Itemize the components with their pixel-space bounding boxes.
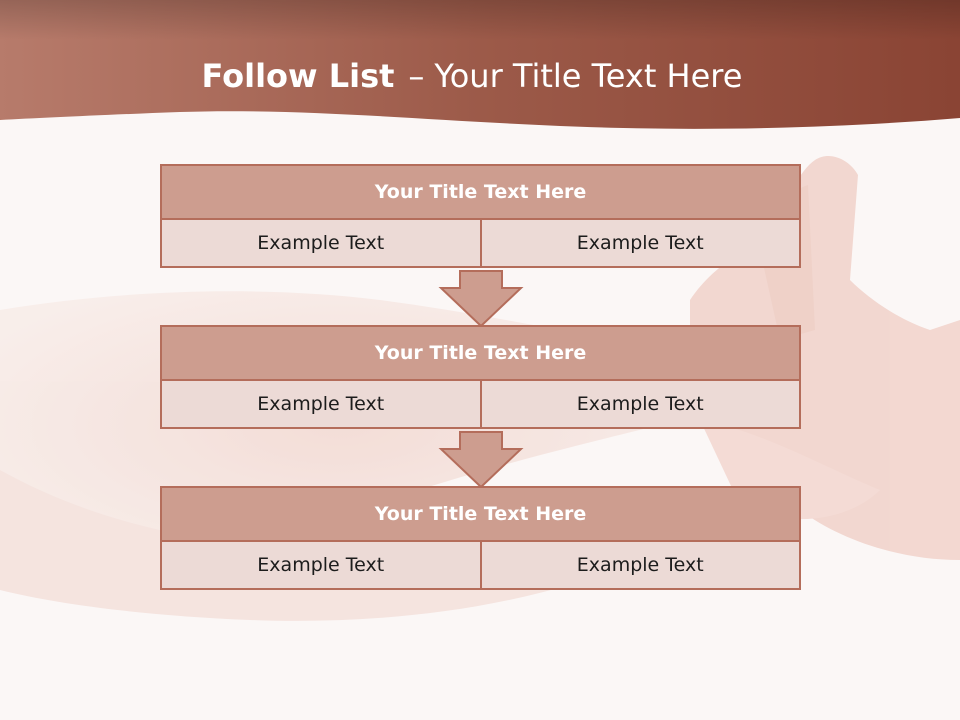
down-arrow-icon [438,431,524,489]
block-row: Example Text Example Text [160,218,801,268]
slide-title-dash: – [408,57,425,95]
block-cell-right: Example Text [479,218,801,268]
block-row: Example Text Example Text [160,540,801,590]
block-title: Your Title Text Here [160,325,801,381]
list-block-2: Your Title Text Here Example Text Exampl… [160,325,801,429]
list-block-3: Your Title Text Here Example Text Exampl… [160,486,801,590]
block-row: Example Text Example Text [160,379,801,429]
down-arrow-icon [438,270,524,328]
block-cell-left: Example Text [160,218,482,268]
slide-title-bold: Follow List [201,57,395,95]
block-cell-right: Example Text [479,540,801,590]
block-cell-right: Example Text [479,379,801,429]
slide-title: Follow List–Your Title Text Here [0,54,944,98]
block-cell-left: Example Text [160,379,482,429]
slide-title-rest: Your Title Text Here [434,57,743,95]
block-cell-left: Example Text [160,540,482,590]
list-block-1: Your Title Text Here Example Text Exampl… [160,164,801,268]
block-title: Your Title Text Here [160,164,801,220]
block-title: Your Title Text Here [160,486,801,542]
